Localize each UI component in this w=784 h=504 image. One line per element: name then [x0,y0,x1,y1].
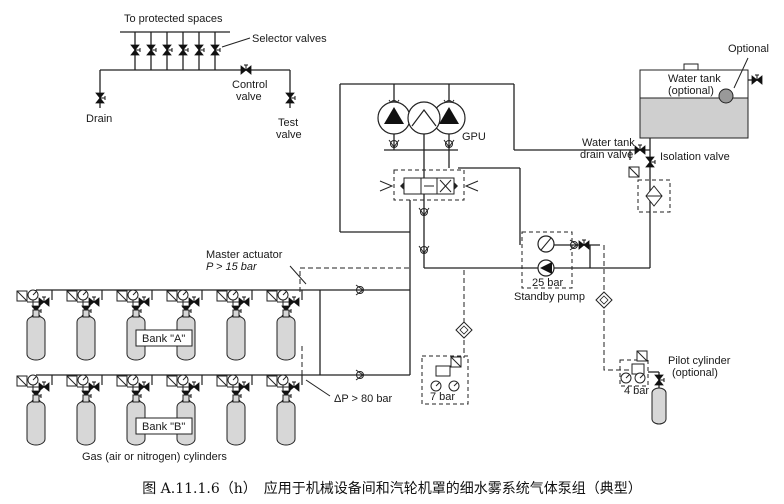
selector-valve-3[interactable] [162,44,173,56]
pilot-lines [299,245,640,375]
pilot-cylinder [619,350,667,425]
label-master-actuator: Master actuator [206,249,283,261]
test-valve[interactable] [285,92,296,104]
bank-b-label-box [135,417,193,435]
water-filter [637,179,671,213]
bank-a-cylinder-2 [67,290,103,361]
bank-a-cylinders [17,290,303,361]
bank-b-cylinder-5 [217,375,253,446]
bank-a-cylinder-1 [17,290,53,361]
bank-b-cylinder-4 [167,375,203,446]
label-gpu: GPU [462,131,486,143]
bank-a-cylinder-3 [117,290,153,361]
water-tank [639,63,749,139]
standby-pump [521,231,573,289]
bank-b-cylinder-6 [267,375,303,446]
bank-a-label-box [135,329,193,347]
bank-b-cylinder-2 [67,375,103,446]
label-optional: Optional [728,43,769,55]
pilot-diamond-valve-1 [455,321,473,339]
standby-pump-valve[interactable] [578,239,590,250]
bank-b-cylinder-1 [17,375,53,446]
pilot-diamond-valve-2 [595,291,613,309]
directional-control-valve[interactable] [379,169,479,201]
label-selector-valves: Selector valves [252,33,327,45]
water-tank-drain-valve[interactable] [634,144,646,155]
label-delta-p: ΔP > 80 bar [334,393,393,405]
label-water-tank-drain-2: drain valve [580,149,633,161]
gpu-air-motor [407,101,441,135]
bank-b-cylinders [17,375,303,446]
label-test-valve-2: valve [276,129,302,141]
bank-a-cylinder-4 [167,290,203,361]
selector-valve-6[interactable] [210,44,221,56]
label-master-actuator-pressure: P > 15 bar [206,261,258,273]
label-isolation-valve: Isolation valve [660,151,730,163]
label-pilot-pressure: 4 bar [624,385,649,397]
master-actuator-leader [289,265,307,285]
bank-a-cylinder-5 [217,290,253,361]
drain-valve[interactable] [95,92,106,104]
label-bank-a: Bank "A" [142,333,185,345]
label-standby-pump: Standby pump [514,291,585,303]
label-pump-pressure: 25 bar [532,277,564,289]
label-manifold-pressure: 7 bar [430,391,455,403]
water-pressure-switch [628,166,640,178]
manifold-7-bar [421,355,469,405]
label-to-protected-spaces: To protected spaces [124,13,223,25]
selector-valve-2[interactable] [146,44,157,56]
label-water-tank: Water tank [668,73,721,85]
control-valve[interactable] [240,64,252,75]
label-control-valve: Control [232,79,267,91]
selector-valve-4[interactable] [178,44,189,56]
label-pilot-cylinder-optional: (optional) [672,367,718,379]
bank-b-cylinder-3 [117,375,153,446]
label-drain: Drain [86,113,112,125]
gpu-pump-left [377,101,411,135]
label-test-valve: Test [278,117,298,129]
label-bank-b: Bank "B" [142,421,185,433]
label-water-tank-drain: Water tank [582,137,635,149]
main-pipework [319,83,651,376]
isolation-valve[interactable] [645,156,656,168]
bank-a-cylinder-6 [267,290,303,361]
label-control-valve-2: valve [236,91,262,103]
tank-vent-valve[interactable] [751,74,763,85]
delta-p-leader [305,379,331,397]
label-water-tank-optional: (optional) [668,85,714,97]
selector-valves-leader [221,37,251,48]
selector-valve-1[interactable] [130,44,141,56]
selector-valve-5[interactable] [194,44,205,56]
figure-caption: 图 A.11.1.6（h） 应用于机械设备间和汽轮机罩的细水雾系统气体泵组（典型… [142,481,642,497]
optional-leader [733,57,749,89]
label-gas-cylinders: Gas (air or nitrogen) cylinders [82,451,227,463]
label-pilot-cylinder: Pilot cylinder [668,355,731,367]
